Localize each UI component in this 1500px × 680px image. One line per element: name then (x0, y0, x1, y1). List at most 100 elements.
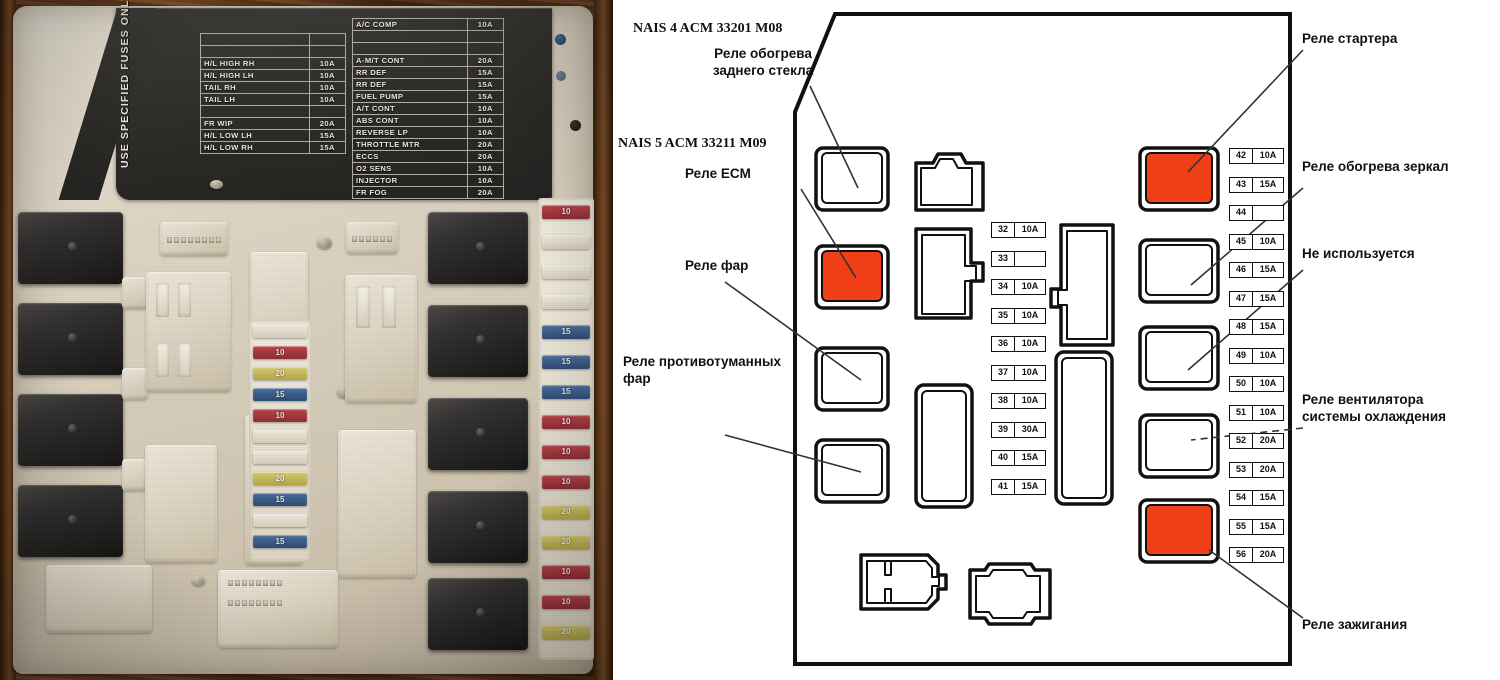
legend-fuse-rating: 10A (466, 114, 505, 127)
legend-circuit-name: FUEL PUMP (352, 90, 468, 103)
photo-fuse: 15 (542, 385, 590, 399)
indicator-dot-blue (555, 34, 566, 45)
fuse-rating: 15A (1259, 178, 1277, 189)
photo-fuse: 10 (542, 565, 590, 579)
leader-headlight (724, 281, 862, 381)
legend-circuit-name: TAIL RH (200, 81, 310, 94)
photo-fuse: 20 (542, 535, 590, 549)
leader-fog-light (724, 434, 862, 473)
fuse-number: 41 (992, 479, 1015, 494)
photo-fuse (253, 325, 307, 338)
photo-relay-2 (18, 303, 123, 375)
legend-fuse-rating (308, 33, 347, 46)
connector-center-notched (1049, 223, 1115, 347)
photo-slot-a (156, 283, 169, 317)
fuse-number: 54 (1230, 491, 1253, 505)
connector-middle-lower (914, 383, 974, 509)
photo-relay-6 (428, 305, 528, 377)
legend-fuse-rating: 10A (466, 162, 505, 175)
fuse-rating: 15A (1259, 264, 1277, 274)
fuse-rating: 15A (1259, 520, 1277, 531)
fuse-number: 36 (992, 337, 1015, 351)
legend-fuse-rating: 15A (466, 78, 505, 91)
photo-fuse: 20 (542, 625, 590, 639)
legend-circuit-name (200, 105, 310, 118)
relay-socket-cooling-fan (1138, 413, 1220, 479)
fuse-number: 32 (992, 223, 1015, 237)
fuse-rating: 15A (1259, 492, 1277, 502)
fuse-rating: 15A (1021, 452, 1039, 462)
legend-fuse-rating: 10A (308, 57, 347, 70)
fuse-rating: 15A (1259, 321, 1277, 331)
photo-socket-bottom-left (46, 565, 152, 633)
connector-bottom-center (968, 562, 1052, 626)
indicator-dot-blue-2 (556, 71, 566, 81)
legend-circuit-name: A-M/T CONT (352, 54, 468, 67)
fuse-cell: 48 15A (1229, 319, 1284, 335)
relay-socket-unused (1138, 325, 1220, 391)
photo-relay-9 (428, 578, 528, 650)
photo-relay-3 (18, 394, 123, 466)
legend-row (200, 33, 347, 46)
photo-fuse (542, 295, 590, 309)
photo-fuse: 20 (253, 472, 307, 485)
photo-relay-5 (428, 212, 528, 284)
legend-fuse-rating: 20A (466, 150, 505, 163)
relay-socket-fog-light (814, 438, 890, 504)
legend-fuse-rating (466, 30, 505, 43)
relay-socket-mirror-heater (1138, 238, 1220, 304)
fuse-cell: 44 (1229, 205, 1284, 221)
legend-circuit-name: ABS CONT (352, 114, 468, 127)
fuse-rating: 20A (1259, 549, 1277, 559)
photo-relay-bridge-2 (122, 368, 148, 400)
fuse-number: 39 (992, 422, 1015, 437)
legend-circuit-name: FR FOG (352, 186, 468, 199)
relay-socket-starter (1138, 146, 1220, 212)
fuse-number: 37 (992, 365, 1015, 380)
legend-fuse-rating: 20A (466, 138, 505, 151)
legend-circuit-name (352, 30, 468, 43)
legend-fuse-rating: 10A (466, 102, 505, 115)
fuse-number: 48 (1230, 320, 1253, 334)
fuse-number: 42 (1230, 149, 1253, 163)
legend-fuse-rating (308, 105, 347, 118)
diagram-leader-lines (724, 49, 1304, 619)
legend-circuit-name: THROTTLE MTR (352, 138, 468, 151)
photo-fuse: 15 (253, 388, 307, 401)
fuse-number: 52 (1230, 434, 1253, 448)
fuse-rating: 10A (1259, 349, 1277, 360)
photo-slot-e (356, 286, 370, 328)
fuse-number: 53 (1230, 462, 1253, 477)
housing-screw-3 (337, 387, 351, 398)
diagram-vector-graphics (724, 12, 1304, 666)
photo-slot-f (382, 286, 396, 328)
fuse-number: 51 (1230, 405, 1253, 420)
leader-rear-defogger (809, 85, 859, 189)
photo-socket-low-right (338, 430, 416, 578)
fuse-number: 55 (1230, 519, 1253, 534)
photo-fuse: 20 (542, 505, 590, 519)
fuse-number: 35 (992, 308, 1015, 323)
housing-screw-4 (192, 576, 205, 586)
